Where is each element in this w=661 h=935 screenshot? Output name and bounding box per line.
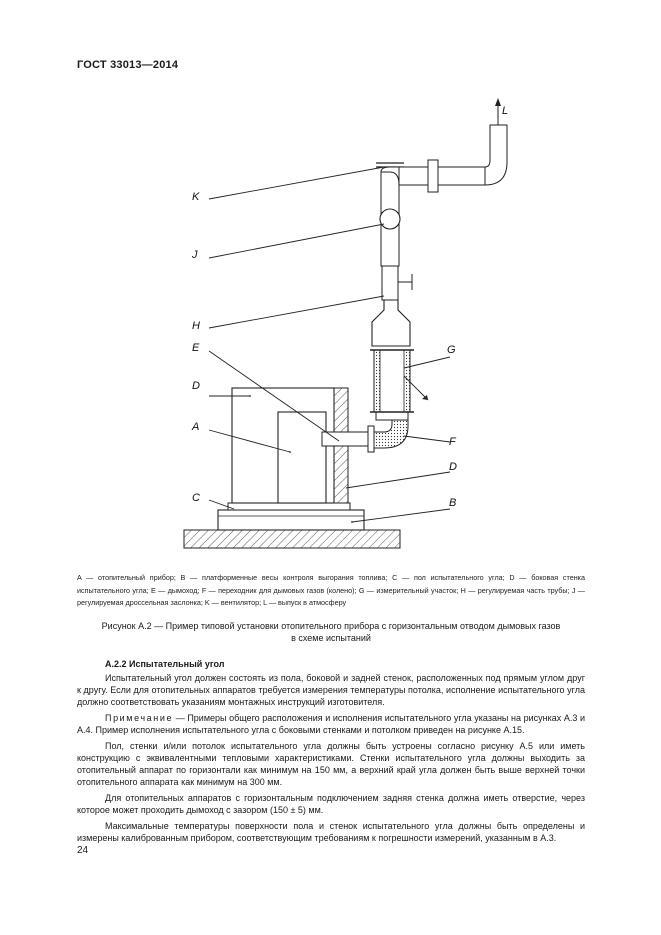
platform-scale bbox=[217, 509, 365, 531]
label-C: C bbox=[192, 492, 200, 504]
label-L: L bbox=[502, 105, 508, 117]
elbow-adapter bbox=[373, 419, 409, 449]
label-K: K bbox=[192, 191, 200, 203]
figure-caption: Рисунок А.2 — Пример типовой установки о… bbox=[77, 620, 585, 644]
paragraph-4: Максимальные температуры поверхности пол… bbox=[77, 821, 585, 843]
throttle-damper bbox=[379, 208, 401, 230]
note-text: — Примеры общего расположения и исполнен… bbox=[77, 713, 585, 735]
caption-line-1: Рисунок А.2 — Пример типовой установки о… bbox=[101, 621, 561, 631]
test-corner-floor bbox=[227, 502, 351, 511]
label-D-side: D bbox=[192, 380, 200, 392]
adjustable-pipe-cone bbox=[371, 299, 411, 347]
page-number: 24 bbox=[77, 845, 89, 856]
label-H: H bbox=[192, 320, 200, 332]
label-G: G bbox=[447, 344, 456, 356]
paragraph-3: Для отопительных аппаратов с горизонталь… bbox=[77, 793, 585, 815]
document-header: ГОСТ 33013—2014 bbox=[77, 59, 179, 71]
note-paragraph: Примечание — Примеры общего расположения… bbox=[77, 712, 585, 736]
label-F: F bbox=[449, 436, 457, 448]
label-B: B bbox=[449, 497, 456, 509]
caption-line-2: в схеме испытаний bbox=[291, 633, 371, 643]
paragraph-1: Испытательный угол должен состоять из по… bbox=[77, 673, 585, 707]
label-E: E bbox=[192, 342, 200, 354]
ground-hatch bbox=[183, 529, 401, 549]
label-D-wall: D bbox=[449, 461, 457, 473]
section-body: Испытательный угол должен состоять из по… bbox=[77, 672, 585, 848]
test-setup-diagram: K J H E D A C L G F D B bbox=[183, 98, 508, 549]
vertical-pipe-lower bbox=[381, 265, 399, 301]
paragraph-2: Пол, стенки и/или потолок испытательного… bbox=[77, 741, 585, 787]
label-J: J bbox=[191, 249, 198, 261]
figure-legend: A — отопительный прибор; B — платформенн… bbox=[77, 573, 585, 607]
label-A: A bbox=[191, 421, 199, 433]
section-heading: А.2.2 Испытательный угол bbox=[105, 659, 225, 669]
note-label: Примечание bbox=[105, 713, 174, 723]
heater-box bbox=[277, 411, 327, 504]
